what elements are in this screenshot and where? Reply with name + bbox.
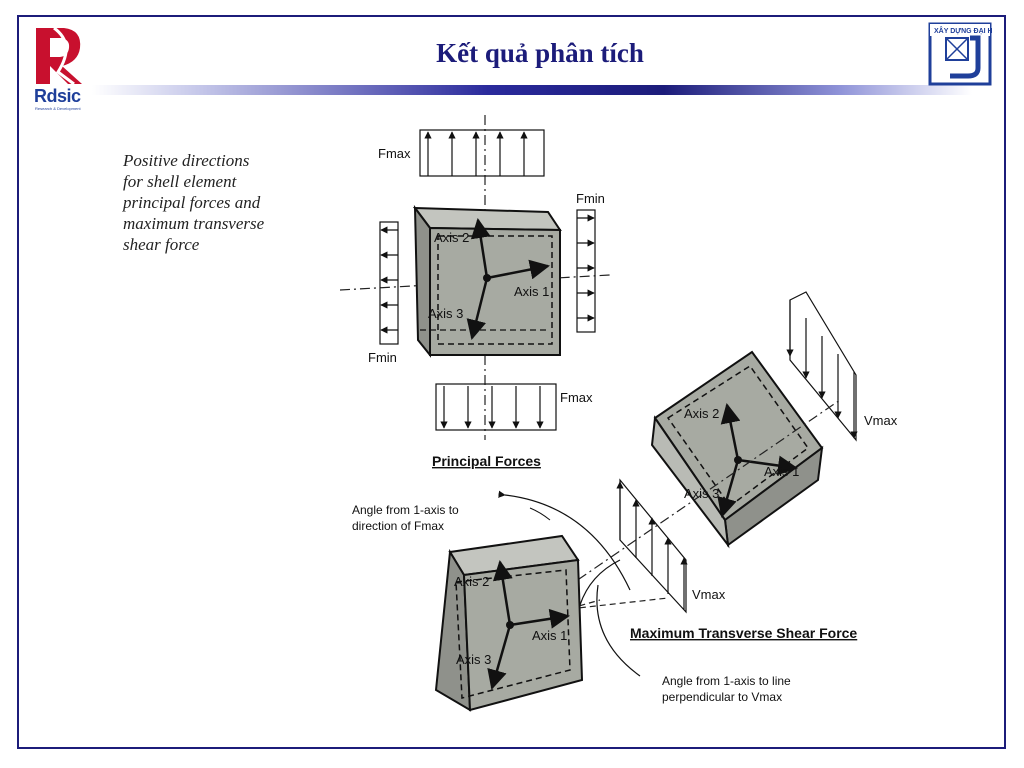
fmax-top-label: Fmax [378, 146, 411, 161]
fmin-right-label: Fmin [576, 191, 605, 206]
diagram-caption: Positive directions for shell element pr… [123, 150, 264, 255]
university-logo: XÂY DỰNG ĐẠI HỌC [928, 22, 992, 86]
bottom-axis2-label: Axis 2 [454, 574, 489, 589]
principal-forces-group: Axis 2 Axis 1 Axis 3 Fmax Fmin [339, 115, 611, 469]
angle-fmax-label-line2: direction of Fmax [352, 519, 444, 533]
shell-force-diagram: Axis 2 Axis 1 Axis 3 Fmax Fmin [339, 115, 898, 712]
fmax-top-arrows [419, 129, 545, 177]
vmax-axis2-arrow [720, 403, 741, 461]
angle-vmax-label-line1: Angle from 1-axis to line [662, 674, 791, 688]
rdsic-logo [36, 26, 82, 86]
title-underline [92, 85, 972, 95]
angle-arc-vmax [579, 559, 621, 606]
center-point [483, 274, 491, 282]
caption-line: Positive directions [123, 151, 250, 170]
caption-line: shear force [123, 235, 200, 254]
principal-forces-title: Principal Forces [432, 453, 541, 469]
vmax-right-label: Vmax [864, 413, 898, 428]
principal-cube [412, 204, 562, 358]
axis2-arrow [470, 218, 491, 279]
axis1-arrow [486, 259, 550, 280]
bottom-cube-group: Axis 2 Axis 1 Axis 3 Angle from 1-axis t… [352, 399, 841, 712]
vmax-axis1-arrow [737, 455, 798, 476]
bottom-axis3-arrow [487, 624, 512, 690]
angle-arc-fmax [498, 490, 631, 591]
rdsic-logo-text: Rdsic [34, 86, 81, 106]
angle-fmax-label-line1: Angle from 1-axis to [352, 503, 459, 517]
axis1-label: Axis 1 [514, 284, 549, 299]
axis2-label: Axis 2 [434, 230, 469, 245]
vmax-cube-group: Axis 2 Axis 1 Axis 3 Vmax Vmax Maximum T… [616, 291, 898, 641]
angle-vmax-label-line2: perpendicular to Vmax [662, 690, 782, 704]
vmax-right-arrows [786, 291, 858, 442]
rdsic-logo-subtext: Research & Development [35, 106, 81, 111]
axis3-arrow [466, 277, 489, 340]
vmax-cube [650, 350, 824, 549]
logo-text-top: XÂY DỰNG ĐẠI HỌC [934, 26, 992, 35]
fmax-bottom-arrows [435, 383, 557, 431]
vmax-left-arrows [616, 478, 688, 614]
bottom-axis3-label: Axis 3 [456, 652, 491, 667]
caption-line: for shell element [123, 172, 237, 191]
vmax-axis1-label: Axis 1 [764, 464, 799, 479]
bottom-axis2-arrow [492, 560, 513, 626]
axis3-label: Axis 3 [428, 306, 463, 321]
vmax-bottom-label: Vmax [692, 587, 726, 602]
fmin-left-arrows [379, 221, 399, 345]
vmax-axis3-label: Axis 3 [684, 486, 719, 501]
bottom-axis1-label: Axis 1 [532, 628, 567, 643]
fmin-right-arrows [576, 209, 596, 333]
vmax-axis2-label: Axis 2 [684, 406, 719, 421]
bottom-axis1-arrow [509, 608, 570, 629]
max-shear-title: Maximum Transverse Shear Force [630, 625, 857, 641]
fmax-bottom-label: Fmax [560, 390, 593, 405]
page-title: Kết quả phân tích [436, 38, 644, 68]
caption-line: principal forces and [123, 193, 261, 212]
caption-line: maximum transverse [123, 214, 265, 233]
vmax-axis3-arrow [717, 459, 740, 518]
fmin-left-label: Fmin [368, 350, 397, 365]
